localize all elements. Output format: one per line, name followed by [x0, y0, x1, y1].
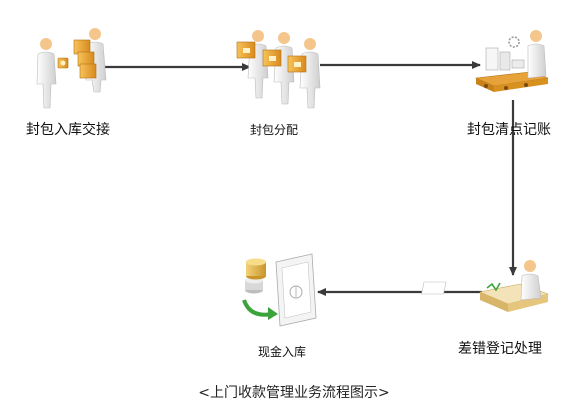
package-distribution-people-icon — [236, 30, 321, 109]
handover-people-icon — [36, 28, 107, 109]
step-label-error: 差错登记处理 — [458, 341, 542, 357]
step-label-distribution: 封包分配 — [250, 123, 299, 137]
counting-worker-icon — [474, 30, 549, 92]
step-label-vault: 现金入库 — [258, 345, 307, 359]
step-label-counting: 封包清点记账 — [467, 122, 551, 138]
diagram-caption: <上门收款管理业务流程图示> — [198, 385, 390, 401]
vault-coins-icon — [242, 253, 317, 327]
error-registration-worker-icon — [421, 260, 550, 312]
step-label-handover: 封包入库交接 — [26, 122, 110, 138]
